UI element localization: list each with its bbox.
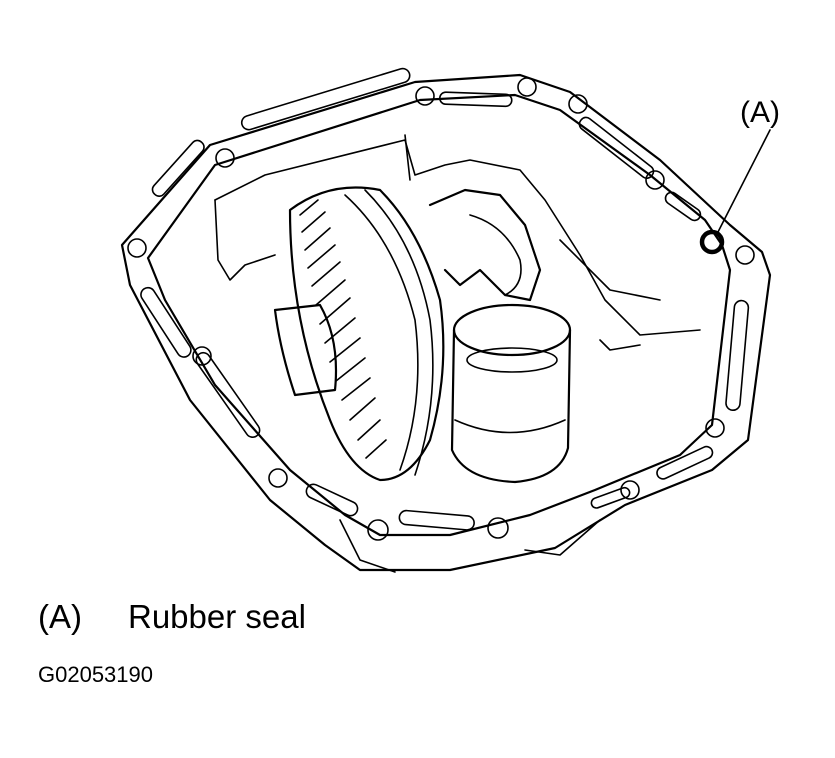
housing-interior-wall: [214, 139, 701, 336]
cover-flange-inner: [146, 93, 732, 537]
figure-code: G02053190: [38, 662, 153, 687]
cover-flange-outer: [120, 73, 772, 572]
pinion-shaft: [273, 303, 338, 397]
ring-gear: [288, 186, 445, 482]
bearing-sleeve: [450, 303, 572, 484]
callout-label: (A): [740, 96, 780, 129]
legend-row: (A) Rubber seal: [38, 598, 306, 636]
legend-key: (A): [38, 598, 82, 635]
differential-case: [428, 188, 542, 302]
housing-lower-contour: [339, 519, 396, 573]
callout-leader-line: [717, 129, 771, 233]
legend-text: Rubber seal: [128, 598, 306, 635]
bolt-holes: [127, 77, 755, 541]
flange-slots: [140, 67, 750, 531]
rubber-seal-marker: [699, 229, 725, 255]
